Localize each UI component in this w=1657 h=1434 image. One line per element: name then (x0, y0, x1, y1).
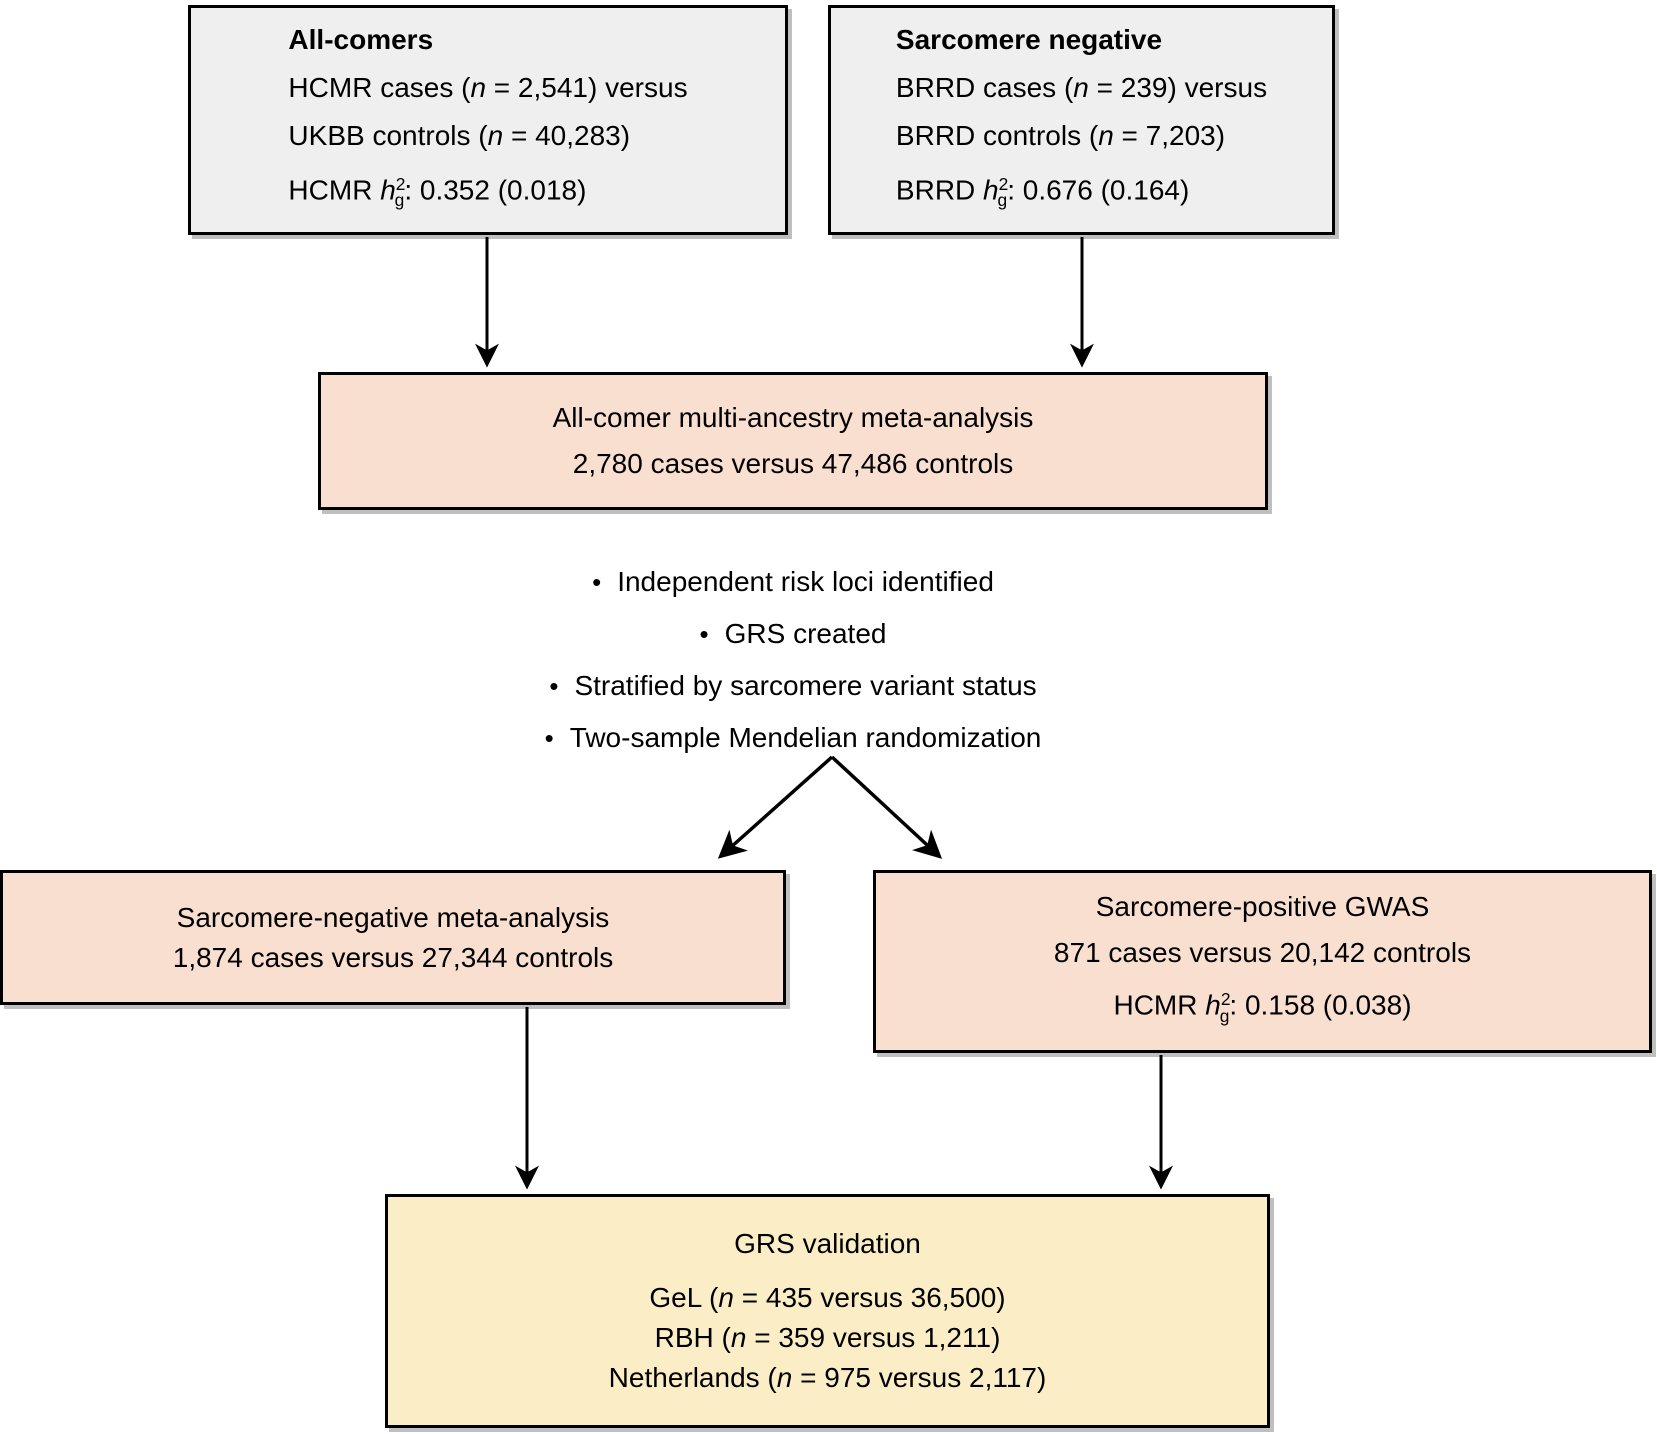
branch-title-line: Sarcomere-positive GWAS (1095, 891, 1430, 923)
rbh-line: RBH (n = 359 versus 1,211) (654, 1322, 1001, 1353)
bullet-text: Stratified by sarcomere variant status (574, 670, 1037, 701)
cases-line: HCMR cases (n = 2,541) versus (288, 71, 688, 103)
arrow-branch-right (830, 755, 943, 859)
cases-line: BRRD cases (n = 239) versus (895, 71, 1268, 103)
branch-title-line: Sarcomere-negative meta-analysis (176, 901, 610, 933)
controls-line: UKBB controls (n = 40,283) (288, 119, 631, 151)
list-item: • Stratified by sarcomere variant status (318, 660, 1268, 712)
meta-analysis-box: All-comer multi-ancestry meta-analysis 2… (318, 372, 1268, 510)
heritability-line: BRRD h2g: 0.676 (0.164) (895, 173, 1190, 211)
gel-line: GeL (n = 435 versus 36,500) (649, 1282, 1006, 1313)
bullet-icon: • (544, 723, 554, 753)
branch-counts-line: 871 cases versus 20,142 controls (1053, 937, 1472, 969)
list-item: • Independent risk loci identified (318, 556, 1268, 608)
meta-counts-line: 2,780 cases versus 47,486 controls (572, 448, 1014, 479)
sarcomere-negative-meta-box: Sarcomere-negative meta-analysis 1,874 c… (0, 870, 786, 1005)
sarcomere-negative-box: Sarcomere negative BRRD cases (n = 239) … (828, 5, 1335, 235)
branch-counts-line: 1,874 cases versus 27,344 controls (172, 941, 614, 973)
grs-title-line: GRS validation (734, 1228, 921, 1259)
controls-line: BRRD controls (n = 7,203) (895, 119, 1226, 151)
bullet-text: GRS created (724, 618, 887, 649)
box-title: Sarcomere negative (895, 23, 1163, 55)
heritability-line: HCMR h2g: 0.352 (0.018) (288, 173, 587, 211)
bullet-icon: • (699, 619, 709, 649)
all-comers-box: All-comers HCMR cases (n = 2,541) versus… (188, 5, 788, 235)
bullet-text: Independent risk loci identified (617, 566, 994, 597)
bullet-icon: • (592, 567, 602, 597)
heritability-line: HCMR h2g: 0.158 (0.038) (1113, 989, 1412, 1026)
box-title: All-comers (288, 23, 434, 55)
arrow-branch-left (717, 755, 834, 859)
list-item: • GRS created (318, 608, 1268, 660)
all-comers-content: All-comers HCMR cases (n = 2,541) versus… (288, 16, 687, 224)
list-item: • Two-sample Mendelian randomization (318, 712, 1268, 764)
bullet-list: • Independent risk loci identified • GRS c… (318, 556, 1268, 764)
netherlands-line: Netherlands (n = 975 versus 2,117) (608, 1362, 1047, 1393)
sarcomere-positive-gwas-box: Sarcomere-positive GWAS 871 cases versus… (873, 870, 1652, 1053)
meta-title-line: All-comer multi-ancestry meta-analysis (552, 402, 1034, 433)
sarcomere-negative-content: Sarcomere negative BRRD cases (n = 239) … (896, 16, 1267, 224)
grs-validation-box: GRS validation GeL (n = 435 versus 36,50… (385, 1194, 1270, 1428)
bullet-text: Two-sample Mendelian randomization (569, 722, 1042, 753)
bullet-icon: • (549, 671, 559, 701)
